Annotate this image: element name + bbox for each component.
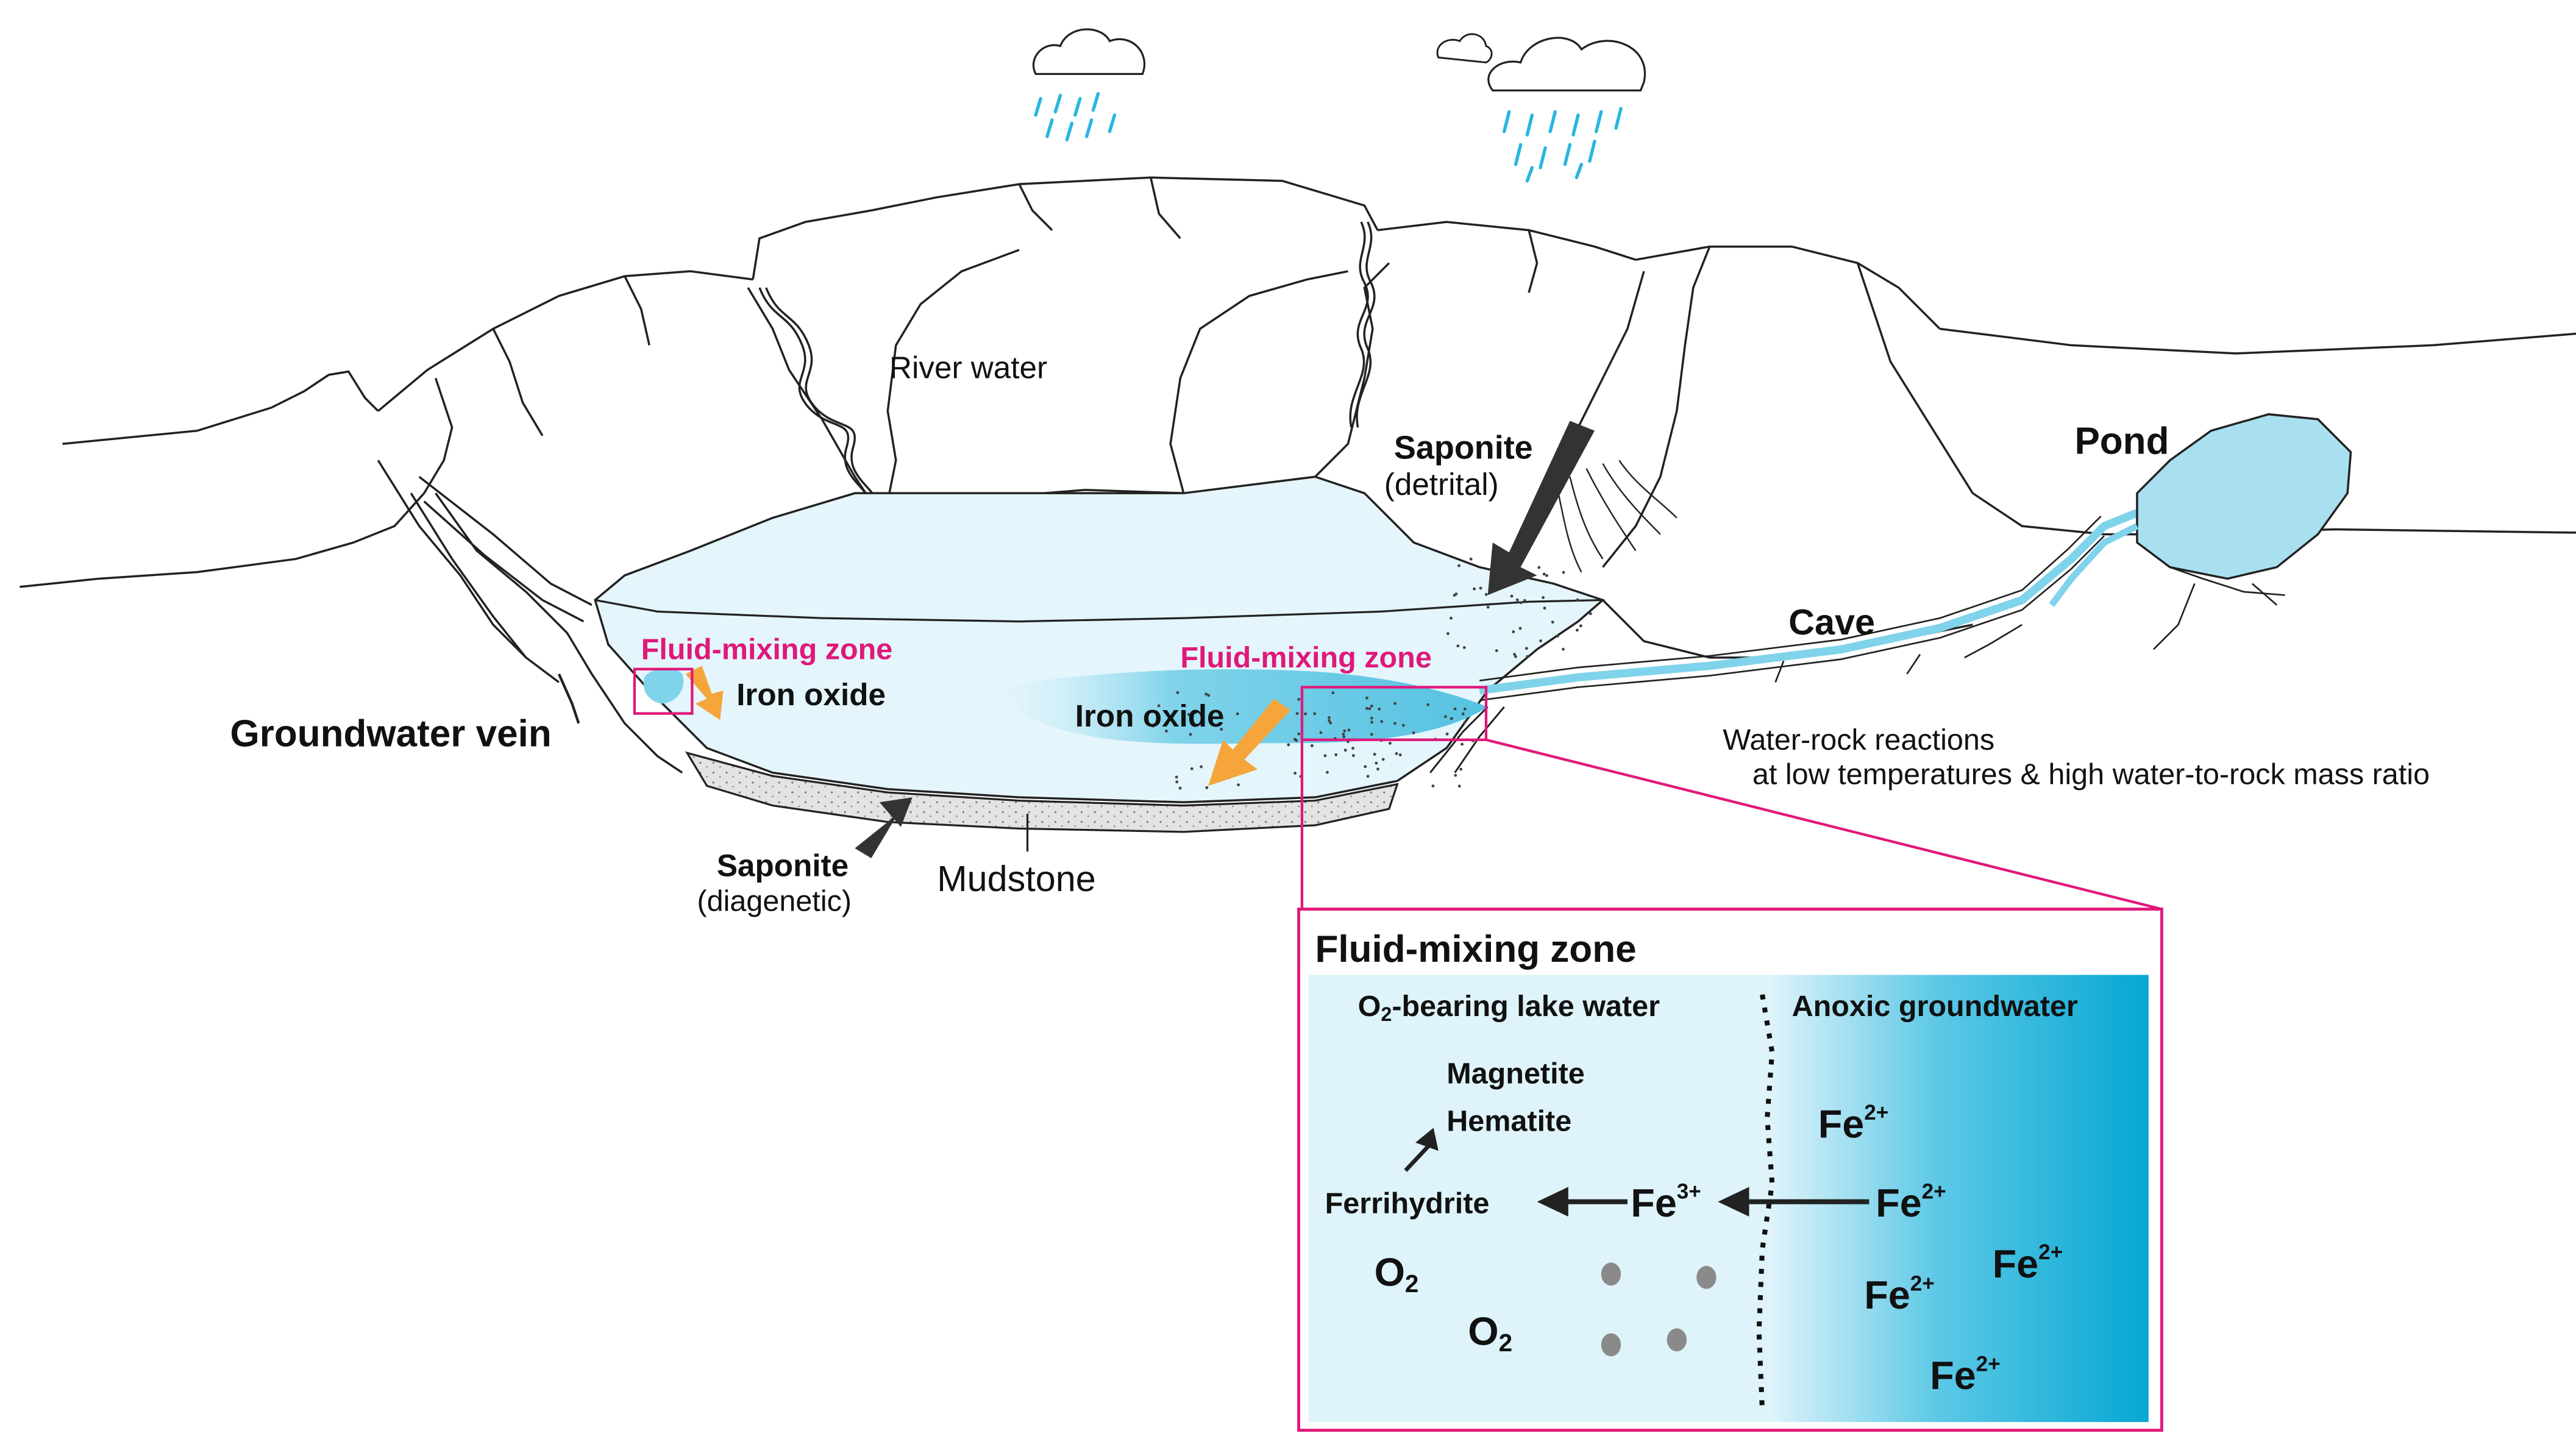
fe2-ion: Fe2+ [1876, 1179, 1946, 1225]
mixing-zone-highlight-left [633, 667, 694, 715]
o2-molecule: O2 [1375, 1249, 1419, 1298]
saponite-diagenetic-label: Saponite [717, 848, 849, 883]
rain-cloud-icon [1032, 28, 1146, 141]
saponite-detrital-sub: (detrital) [1384, 467, 1499, 502]
water-rock-label-line1: Water-rock reactions [1723, 723, 1994, 756]
lake-water-label: O2-bearing lake water [1358, 990, 1660, 1025]
iron-oxide-arrow-icon [1208, 698, 1291, 786]
saponite-arrow-icon [1487, 421, 1595, 595]
hematite-label: Hematite [1446, 1105, 1571, 1138]
terrain-outline [20, 176, 2576, 774]
particle-dots [1601, 1262, 1717, 1357]
fe2-ion: Fe2+ [1864, 1271, 1934, 1317]
ferrihydrite-label: Ferrihydrite [1325, 1187, 1490, 1220]
inset-panel: Fluid-mixing zone O2-bearing lake water … [1297, 908, 2163, 1432]
fluid-mixing-left-label: Fluid-mixing zone [641, 633, 892, 666]
fe2-ion: Fe2+ [1818, 1101, 1888, 1146]
mixing-zone-highlight-center [1300, 686, 1488, 741]
saponite-detrital-label: Saponite [1394, 430, 1533, 466]
oxidation-arrow-icon [1404, 1128, 1870, 1217]
inset-title: Fluid-mixing zone [1315, 928, 1636, 970]
fe3-ion: Fe3+ [1631, 1179, 1701, 1225]
o2-molecule: O2 [1468, 1309, 1512, 1357]
saponite-arrow-icon [855, 797, 913, 858]
water-rock-label-line2: at low temperatures & high water-to-rock… [1752, 758, 2430, 791]
fluid-mixing-center-label: Fluid-mixing zone [1180, 641, 1431, 674]
detrital-streaks [1557, 460, 1678, 573]
iron-oxide-center-label: Iron oxide [1075, 698, 1225, 733]
river-water-label: River water [889, 350, 1047, 385]
fe2-ion: Fe2+ [1930, 1352, 2000, 1398]
saponite-diagenetic-sub: (diagenetic) [697, 884, 852, 917]
iron-oxide-left-label: Iron oxide [736, 677, 886, 712]
fe2-ion: Fe2+ [1993, 1240, 2063, 1286]
groundwater-vein-label: Groundwater vein [230, 713, 552, 755]
magnetite-label: Magnetite [1446, 1057, 1584, 1090]
pond-label: Pond [2074, 420, 2169, 462]
pond [2049, 413, 2352, 650]
cave-label: Cave [1788, 602, 1875, 642]
rain-cloud-icon [1436, 33, 1646, 183]
river-water-channel [758, 287, 872, 502]
mudstone-label: Mudstone [937, 858, 1096, 899]
groundwater-label: Anoxic groundwater [1792, 990, 2078, 1023]
mudstone-layer [685, 751, 1399, 833]
iron-oxide-arrow-icon [685, 666, 724, 720]
